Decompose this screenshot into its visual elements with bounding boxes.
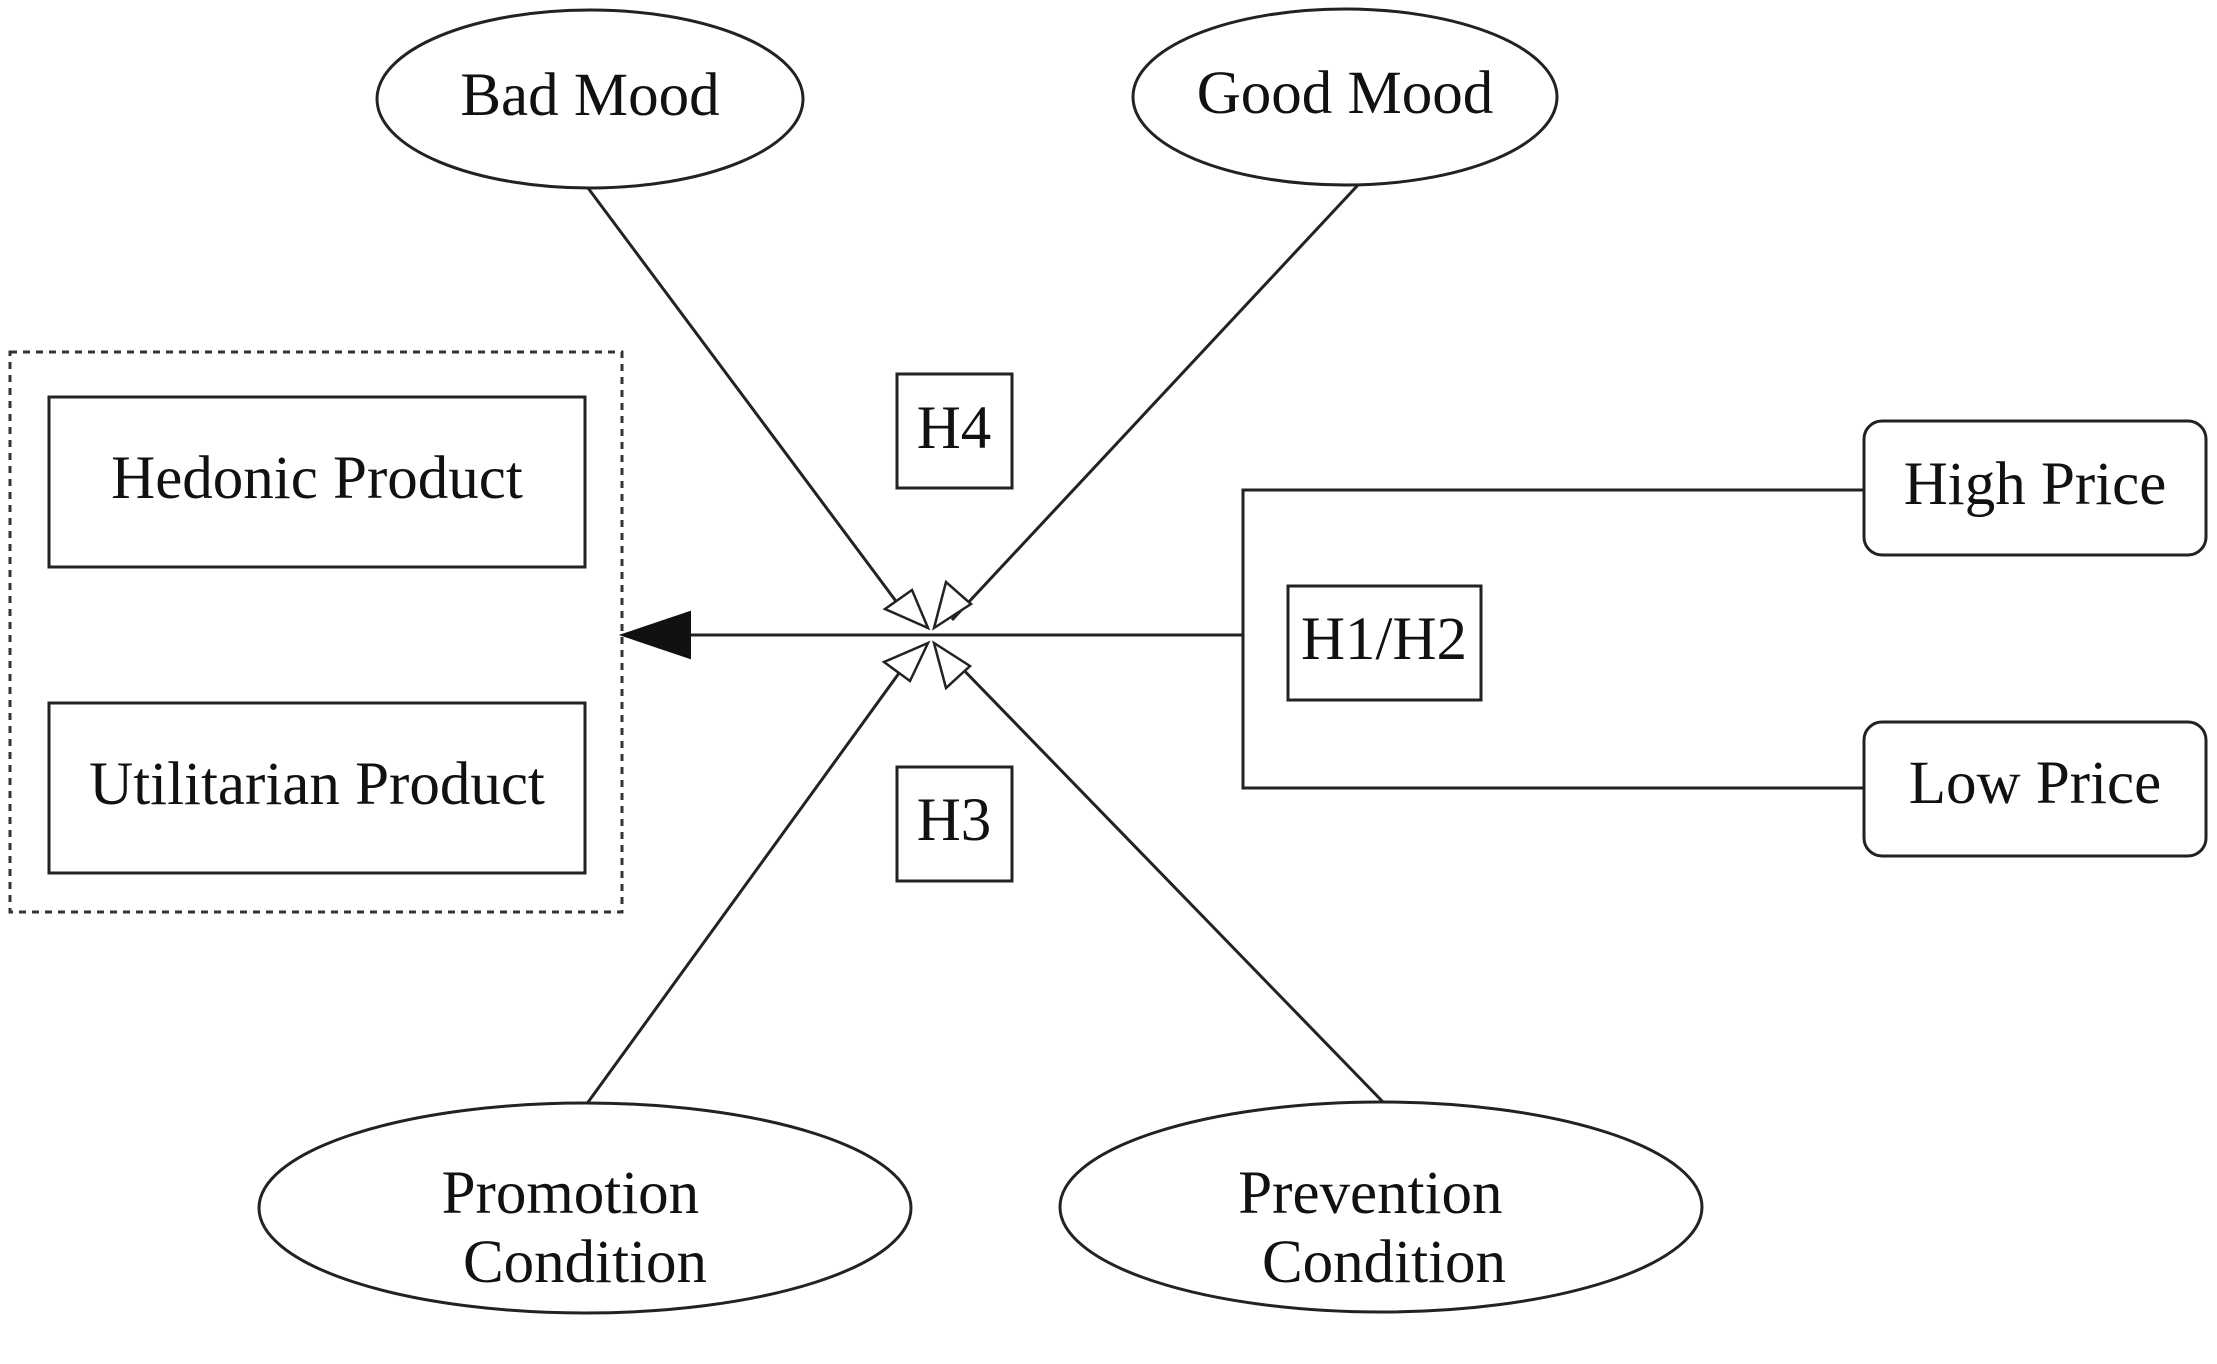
bad-mood-arrowhead xyxy=(882,588,931,631)
hypothesis-h4: H4 xyxy=(895,372,1014,490)
hypothesis-h1-h2-label: H1/H2 xyxy=(1301,606,1467,673)
low-price-node: Low Price xyxy=(1862,720,2208,858)
price-bracket xyxy=(1241,488,1865,790)
bad-mood-label: Bad Mood xyxy=(460,62,719,129)
good-mood-connector xyxy=(950,183,1360,622)
good-mood-node: Good Mood xyxy=(1131,7,1559,187)
promotion-connector xyxy=(584,657,912,1106)
promotion-condition-node: Promotion Condition xyxy=(257,1101,913,1315)
bad-mood-connector xyxy=(586,187,912,621)
prevention-condition-node: Prevention Condition xyxy=(1058,1100,1704,1314)
utilitarian-product-label: Utilitarian Product xyxy=(89,751,545,818)
prevention-connector xyxy=(950,656,1385,1104)
promotion-label-line-2: Condition xyxy=(463,1229,707,1296)
high-price-label: High Price xyxy=(1904,451,2167,518)
good-mood-arrowhead xyxy=(931,579,974,631)
hypothesis-h3: H3 xyxy=(895,765,1014,883)
utilitarian-product-node: Utilitarian Product xyxy=(47,701,587,875)
outcome-group-box xyxy=(8,350,624,914)
prevention-arrowhead xyxy=(931,640,973,691)
hedonic-product-node: Hedonic Product xyxy=(47,395,587,569)
hypothesis-h4-label: H4 xyxy=(917,395,992,462)
prevention-label-line-2: Condition xyxy=(1262,1229,1506,1296)
prevention-condition-label: Prevention Condition xyxy=(1238,1160,1518,1296)
bad-mood-node: Bad Mood xyxy=(375,8,805,190)
good-mood-label: Good Mood xyxy=(1197,60,1494,127)
promotion-arrowhead xyxy=(881,640,931,683)
prevention-label-line-1: Prevention xyxy=(1238,1160,1502,1227)
hypothesis-h3-label: H3 xyxy=(917,787,992,854)
promotion-condition-label: Promotion Condition xyxy=(442,1160,715,1296)
promotion-label-line-1: Promotion xyxy=(442,1160,700,1227)
low-price-label: Low Price xyxy=(1909,750,2161,817)
hypothesis-h1-h2: H1/H2 xyxy=(1286,584,1483,702)
hedonic-product-label: Hedonic Product xyxy=(111,445,523,512)
high-price-node: High Price xyxy=(1862,419,2208,557)
main-effect-arrowhead xyxy=(618,610,691,660)
